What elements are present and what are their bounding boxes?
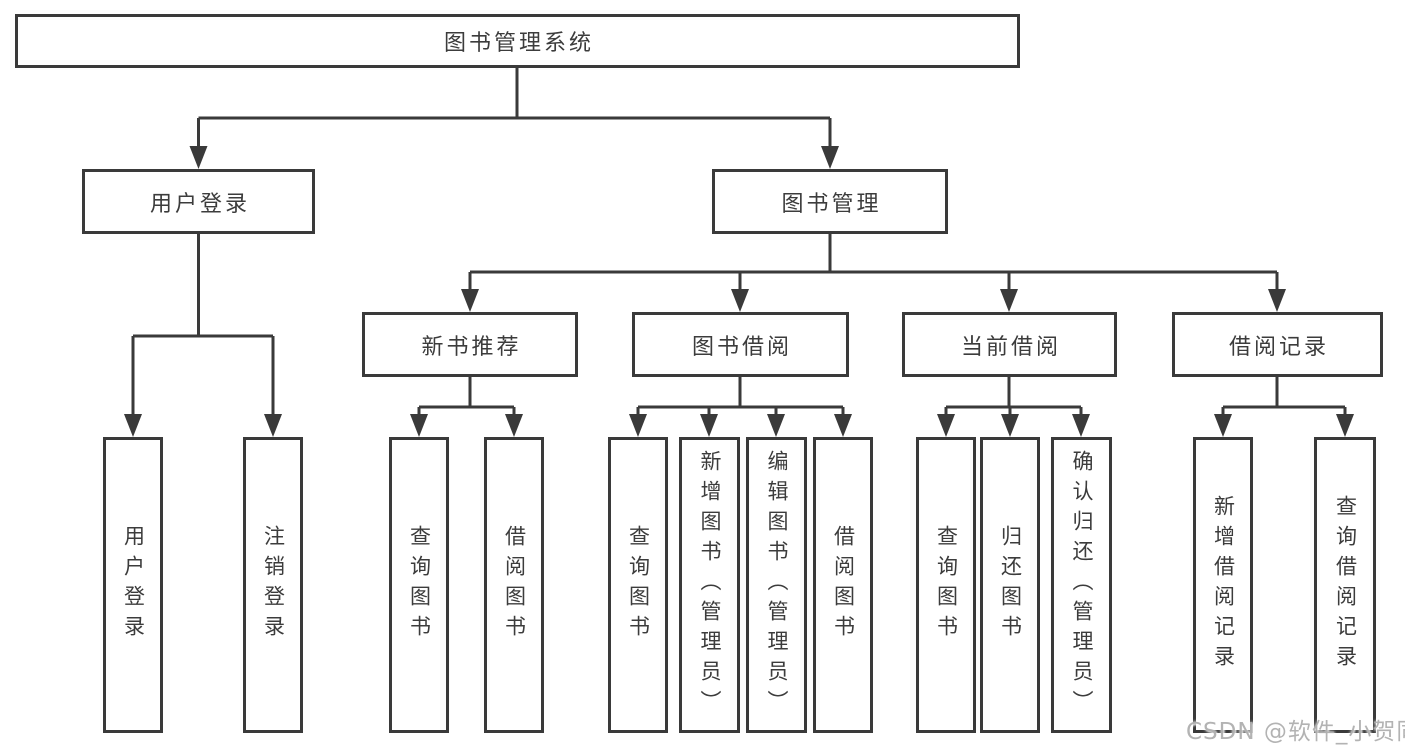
leaf-label: 归还图书 (998, 525, 1023, 645)
node-label: 图书管理 (781, 191, 882, 217)
node-user-login: 用户登录 (82, 169, 315, 234)
leaf-logout: 注销登录 (243, 437, 303, 733)
node-label: 图书借阅 (691, 334, 792, 360)
node-root-library-system: 图书管理系统 (15, 14, 1020, 68)
leaf-label: 借阅图书 (502, 525, 527, 645)
leaf-add-borrow-record: 新增借阅记录 (1193, 437, 1253, 733)
node-new-book-recommend: 新书推荐 (362, 312, 578, 377)
node-label: 借阅记录 (1228, 334, 1329, 360)
leaf-label: 查询图书 (407, 525, 432, 645)
leaf-label: 新增借阅记录 (1211, 495, 1236, 675)
leaf-label: 注销登录 (261, 525, 286, 645)
leaf-label: 用户登录 (121, 525, 146, 645)
leaf-label: 确认归还（管理员） (1070, 450, 1094, 720)
leaf-query-books-recommend: 查询图书 (389, 437, 449, 733)
leaf-return-book: 归还图书 (980, 437, 1040, 733)
leaf-edit-book-admin: 编辑图书（管理员） (746, 437, 807, 733)
node-book-borrowing: 图书借阅 (632, 312, 849, 377)
leaf-add-book-admin: 新增图书（管理员） (679, 437, 740, 733)
node-current-borrowing: 当前借阅 (902, 312, 1117, 377)
leaf-query-borrow-record: 查询借阅记录 (1314, 437, 1376, 733)
leaf-label: 查询图书 (626, 525, 651, 645)
node-borrowing-records: 借阅记录 (1172, 312, 1383, 377)
leaf-label: 新增图书（管理员） (698, 450, 722, 720)
node-label: 图书管理系统 (443, 31, 594, 56)
leaf-query-books-current: 查询图书 (916, 437, 976, 733)
leaf-label: 编辑图书（管理员） (765, 450, 789, 720)
leaf-borrow-books-recommend: 借阅图书 (484, 437, 544, 733)
node-label: 当前借阅 (960, 334, 1061, 360)
csdn-watermark: CSDN @软件_小贺同学 (1186, 719, 1405, 745)
node-label: 新书推荐 (421, 334, 522, 360)
leaf-borrow-books: 借阅图书 (813, 437, 873, 733)
leaf-query-books-borrow: 查询图书 (608, 437, 668, 733)
leaf-label: 查询借阅记录 (1333, 495, 1358, 675)
leaf-label: 借阅图书 (831, 525, 856, 645)
node-label: 用户登录 (149, 191, 250, 217)
leaf-label: 查询图书 (934, 525, 959, 645)
node-book-management: 图书管理 (712, 169, 948, 234)
leaf-user-login: 用户登录 (103, 437, 163, 733)
leaf-confirm-return-admin: 确认归还（管理员） (1051, 437, 1112, 733)
